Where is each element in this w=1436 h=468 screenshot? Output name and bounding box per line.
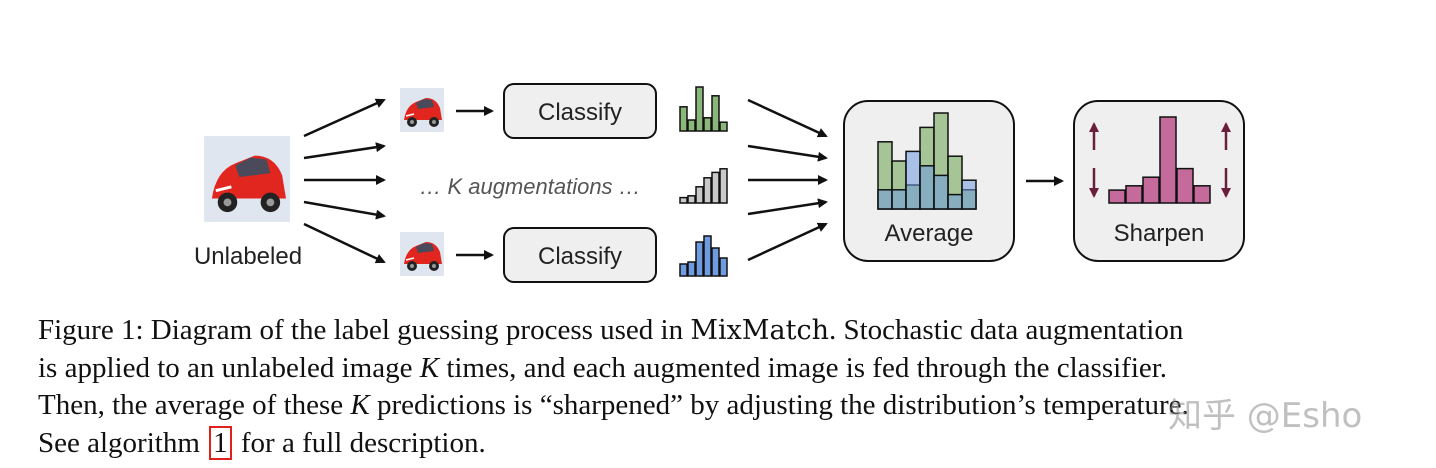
avg-blue-bar-3 [919, 165, 935, 210]
figure-caption: Figure 1: Diagram of the label guessing … [38, 312, 1408, 462]
top-hist-bar-3 [703, 117, 712, 132]
caption-text: predictions is “sharpened” by adjusting … [369, 389, 1189, 421]
math-k: K [350, 389, 370, 421]
caption-text: for a full description. [233, 426, 486, 459]
sharpen-bar-5 [1193, 185, 1211, 204]
avg-blue-bar-6 [961, 179, 977, 210]
mid-hist-bar-1 [687, 195, 696, 204]
avg-blue-bar-1 [891, 189, 907, 210]
augmented-image-bottom [399, 231, 445, 277]
caption-text: . Stochastic data augmentation [828, 314, 1184, 346]
sharpen-bar-4 [1176, 167, 1194, 204]
bot-hist-bar-4 [711, 247, 720, 277]
mid-hist-bar-0 [679, 196, 688, 204]
prediction-histogram-middle [679, 168, 728, 204]
average-histogram [877, 112, 977, 210]
average-label: Average [885, 220, 974, 247]
unlabeled-image [202, 134, 292, 224]
mid-hist-bar-5 [719, 168, 728, 204]
algorithm-reference-link[interactable]: 1 [209, 425, 232, 460]
avg-blue-bar-0 [877, 189, 893, 210]
prediction-histogram-top [679, 86, 728, 132]
bot-hist-bar-2 [695, 241, 704, 277]
caption-text: Then, the average of these [38, 389, 351, 421]
bot-hist-bar-3 [703, 235, 712, 277]
classify-box-bottom [503, 227, 657, 283]
sharpen-bar-1 [1125, 185, 1143, 204]
label-guessing-diagram: Unlabeled Classify Classify … K augmenta… [194, 83, 1245, 283]
caption-text: Figure 1: Diagram of the label guessing … [38, 314, 691, 346]
caption-text: times, and each augmented image is fed t… [439, 351, 1168, 384]
avg-blue-bar-4 [933, 174, 949, 210]
classify-box-top [503, 83, 657, 139]
top-hist-bar-4 [711, 95, 720, 132]
math-k: K [419, 351, 440, 384]
bot-hist-bar-5 [719, 257, 728, 277]
caption-text: See algorithm [38, 426, 208, 459]
caption-line-2: is applied to an unlabeled image K times… [38, 350, 1408, 388]
top-hist-bar-5 [719, 121, 728, 132]
augmented-image-top [399, 87, 445, 133]
avg-blue-bar-2 [905, 150, 921, 210]
mid-hist-bar-4 [711, 171, 720, 204]
sharpen-bar-3 [1159, 116, 1177, 204]
top-hist-bar-0 [679, 106, 688, 132]
top-hist-bar-2 [695, 86, 704, 132]
classify-label-bottom: Classify [538, 243, 622, 270]
top-hist-bar-1 [687, 119, 696, 132]
avg-blue-bar-5 [947, 193, 963, 210]
watermark: 知乎 @Esho [1168, 396, 1363, 436]
bot-hist-bar-0 [679, 263, 688, 277]
arrows-to-average [747, 98, 828, 262]
caption-line-4: See algorithm 1 for a full description. [38, 425, 1408, 463]
sharpen-bar-0 [1108, 189, 1126, 204]
caption-text: is applied to an unlabeled image [38, 351, 420, 384]
bot-hist-bar-1 [687, 261, 696, 277]
caption-line-1: Figure 1: Diagram of the label guessing … [38, 312, 1408, 350]
mid-hist-bar-2 [695, 186, 704, 204]
mixmatch-name: MixMatch [690, 315, 829, 346]
caption-line-3: Then, the average of these K predictions… [38, 387, 1408, 425]
sharpen-bar-2 [1142, 176, 1160, 204]
k-augmentations-label: … K augmentations … [419, 174, 640, 199]
sharpen-label: Sharpen [1114, 220, 1205, 247]
mid-hist-bar-3 [703, 177, 712, 204]
unlabeled-label: Unlabeled [194, 243, 302, 270]
classify-label-top: Classify [538, 99, 622, 126]
augmentation-arrows [303, 98, 386, 264]
prediction-histogram-bottom [679, 235, 728, 277]
sharpen-histogram [1108, 116, 1211, 204]
